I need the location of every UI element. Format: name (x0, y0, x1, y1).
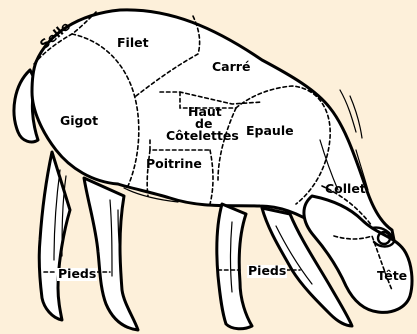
label-pieds-back: Pieds (57, 268, 97, 281)
label-poitrine: Poitrine (146, 158, 202, 171)
label-pieds-front: Pieds (247, 265, 287, 278)
label-carre: Carré (212, 61, 250, 74)
label-collet: Collet (325, 183, 366, 196)
label-epaule: Epaule (246, 125, 294, 138)
label-filet: Filet (117, 37, 149, 50)
label-gigot: Gigot (60, 115, 98, 128)
back-leg-right (84, 178, 138, 330)
label-haut-line3: Côtelettes (166, 130, 239, 143)
label-tete: Tête (377, 270, 407, 283)
